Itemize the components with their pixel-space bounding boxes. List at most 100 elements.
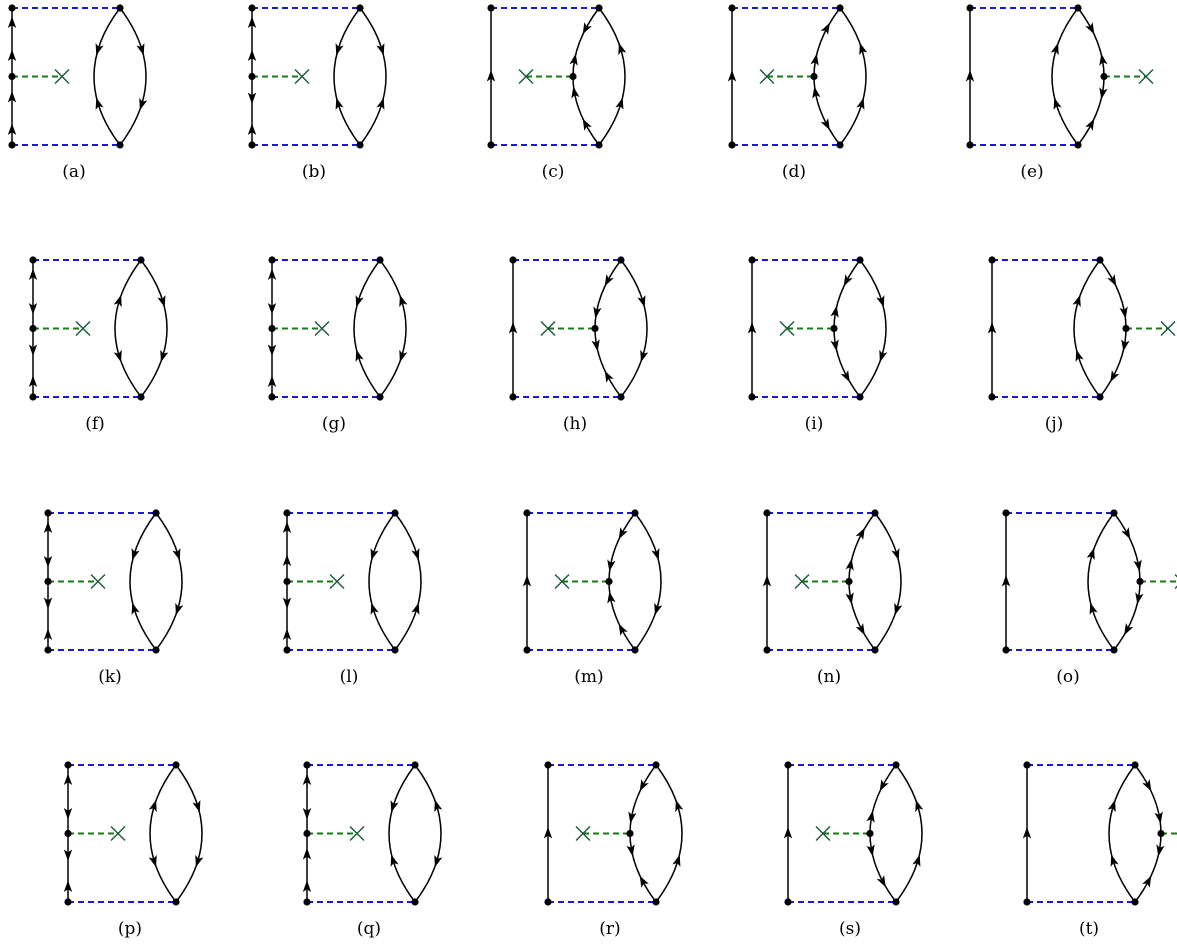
vertex-dot xyxy=(652,898,660,906)
arrowhead-icon xyxy=(148,799,157,813)
vertex-dot xyxy=(988,256,996,264)
arrowhead-icon xyxy=(830,305,839,318)
arrowhead-icon xyxy=(845,558,854,571)
vertex-dot xyxy=(595,4,603,12)
arrowhead-icon xyxy=(628,811,637,824)
arrowhead-icon xyxy=(282,554,292,566)
arrowhead-icon xyxy=(569,53,578,66)
bubble-outer-line xyxy=(359,7,387,146)
arrowhead-icon xyxy=(820,118,830,131)
cross-icon xyxy=(75,321,91,336)
vertex-dot xyxy=(356,141,364,149)
cross-icon xyxy=(779,321,795,336)
arrowhead-icon xyxy=(604,274,614,287)
bubble-inner-line xyxy=(1108,764,1136,903)
bubble-outer-line xyxy=(394,512,422,651)
arrowhead-icon xyxy=(1119,306,1128,319)
arrowhead-icon xyxy=(139,97,148,111)
vertex-dot xyxy=(1002,646,1010,654)
arrowhead-icon xyxy=(571,86,580,99)
arrowhead-icon xyxy=(28,303,38,315)
vertex-dot xyxy=(376,256,384,264)
vertex-dot xyxy=(116,141,124,149)
arrowhead-icon xyxy=(859,42,868,56)
arrowhead-icon xyxy=(302,808,312,820)
bubble-inner-line xyxy=(368,512,396,651)
diagram-caption: (m) xyxy=(574,667,603,687)
bubble-inner-line xyxy=(149,764,177,903)
arrowhead-icon xyxy=(1053,97,1062,110)
arrowhead-icon xyxy=(830,339,839,352)
arrowhead-icon xyxy=(28,375,38,387)
cross-icon xyxy=(54,69,70,84)
vertex-dot xyxy=(591,324,599,333)
vertex-dot xyxy=(44,509,52,517)
vertex-dot xyxy=(523,509,531,517)
cross-icon xyxy=(554,574,570,589)
bubble-inner-line xyxy=(93,7,121,146)
vertex-dot xyxy=(64,829,72,838)
bubble-outer-line xyxy=(140,259,168,398)
vertex-dot xyxy=(1136,577,1144,586)
vertex-dot xyxy=(1110,509,1118,517)
arrowhead-icon xyxy=(63,773,73,785)
vertex-dot xyxy=(487,141,495,149)
cross-icon xyxy=(110,826,126,841)
diagram-caption: (j) xyxy=(1045,414,1064,434)
arrowhead-icon xyxy=(1089,602,1098,615)
arrowhead-icon xyxy=(675,799,684,813)
arrowhead-icon xyxy=(1085,22,1095,35)
vertex-dot xyxy=(871,646,879,654)
arrowhead-icon xyxy=(195,854,204,868)
arrowhead-icon xyxy=(1072,294,1081,308)
arrowhead-icon xyxy=(1154,811,1163,824)
arrowhead-icon xyxy=(912,854,921,867)
bubble-outer-line xyxy=(414,764,442,903)
arrowhead-icon xyxy=(894,602,903,616)
arrowhead-icon xyxy=(915,799,924,813)
vertex-dot xyxy=(1131,898,1139,906)
arrowhead-icon xyxy=(747,322,757,334)
vertex-dot xyxy=(487,4,495,12)
arrowhead-icon xyxy=(840,370,850,383)
arrowhead-icon xyxy=(626,844,635,857)
vertex-dot xyxy=(892,761,900,769)
arrowhead-icon xyxy=(247,49,257,61)
diagram-caption: (c) xyxy=(542,162,565,182)
arrowhead-icon xyxy=(1156,844,1165,857)
arrowhead-icon xyxy=(639,779,649,792)
diagram-caption: (s) xyxy=(839,919,861,939)
cross-icon xyxy=(1138,69,1154,84)
vertex-dot xyxy=(248,4,256,12)
bubble-outer-line xyxy=(859,259,887,398)
vertex-dot xyxy=(810,72,818,81)
diagram-m: (m) xyxy=(522,509,663,687)
diagram-caption: (b) xyxy=(302,162,326,182)
arrowhead-icon xyxy=(637,295,646,308)
arrowhead-icon xyxy=(615,97,624,110)
arrowhead-icon xyxy=(607,591,616,604)
vertex-dot xyxy=(652,761,660,769)
arrowhead-icon xyxy=(43,521,53,533)
vertex-dot xyxy=(856,393,864,401)
diagram-caption: (t) xyxy=(1079,919,1099,939)
arrowhead-icon xyxy=(335,97,344,110)
arrowhead-icon xyxy=(855,527,865,540)
arrowhead-icon xyxy=(267,344,277,356)
diagram-q: (q) xyxy=(302,761,443,939)
vertex-dot xyxy=(1074,4,1082,12)
arrowhead-icon xyxy=(1099,87,1108,100)
bubble-outer-line xyxy=(119,7,147,146)
vertex-dot xyxy=(1023,898,1031,906)
arrowhead-icon xyxy=(411,548,420,561)
arrowhead-icon xyxy=(7,123,17,135)
vertex-dot xyxy=(152,646,160,654)
diagram-c: (c) xyxy=(486,4,627,182)
arrowhead-icon xyxy=(607,559,616,572)
arrowhead-icon xyxy=(543,827,553,839)
vertex-dot xyxy=(966,141,974,149)
vertex-dot xyxy=(763,646,771,654)
arrowhead-icon xyxy=(845,592,854,605)
diagram-caption: (q) xyxy=(357,919,381,939)
